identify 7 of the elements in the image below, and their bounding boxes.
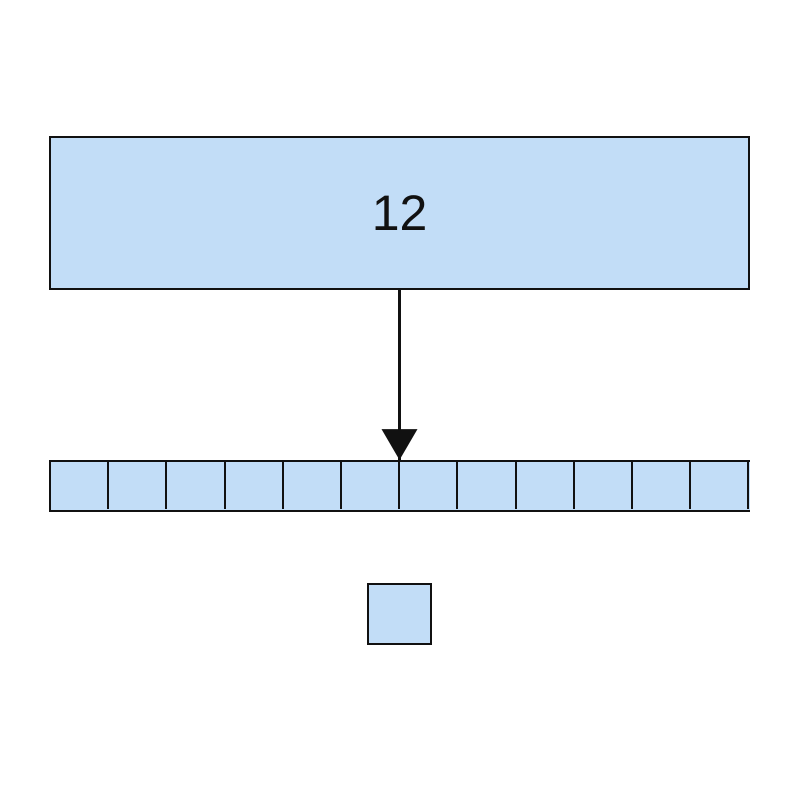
whole-bar	[49, 136, 750, 290]
unit-square	[516, 462, 575, 509]
number-label: 12	[372, 188, 428, 238]
unit-square	[226, 462, 284, 509]
tile-strip	[49, 460, 750, 512]
arrow	[382, 290, 418, 460]
unit-square	[367, 583, 432, 645]
